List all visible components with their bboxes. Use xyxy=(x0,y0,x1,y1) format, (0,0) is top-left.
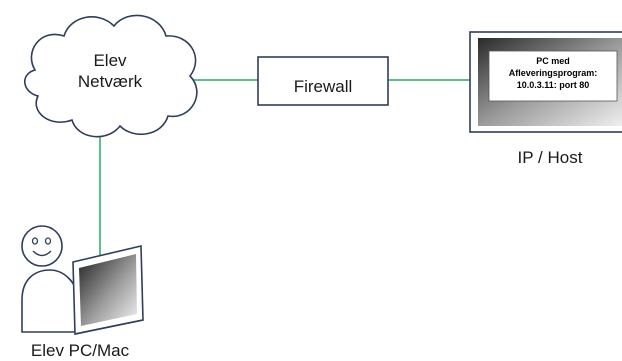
host-screen-line1: PC med xyxy=(536,56,570,66)
user-caption: Elev PC/Mac xyxy=(30,341,130,360)
cloud-label-line2: Netværk xyxy=(77,72,143,91)
cloud-label: Elev Netværk xyxy=(40,50,180,92)
host-screen-line3: 10.0.3.11: port 80 xyxy=(516,80,590,90)
host-caption: IP / Host xyxy=(517,148,583,167)
laptop-icon xyxy=(72,244,144,335)
firewall-label: Firewall xyxy=(293,77,353,96)
cloud-shape xyxy=(24,14,198,138)
user-icon xyxy=(21,225,81,333)
host-screen-label-box xyxy=(488,50,618,102)
cloud-label-line1: Elev xyxy=(93,51,127,70)
host-screen-line2: Afleveringsprogram: xyxy=(508,68,598,78)
host-screen-text: PC med Afleveringsprogram: 10.0.3.11: po… xyxy=(489,55,617,91)
firewall-box xyxy=(257,56,389,106)
